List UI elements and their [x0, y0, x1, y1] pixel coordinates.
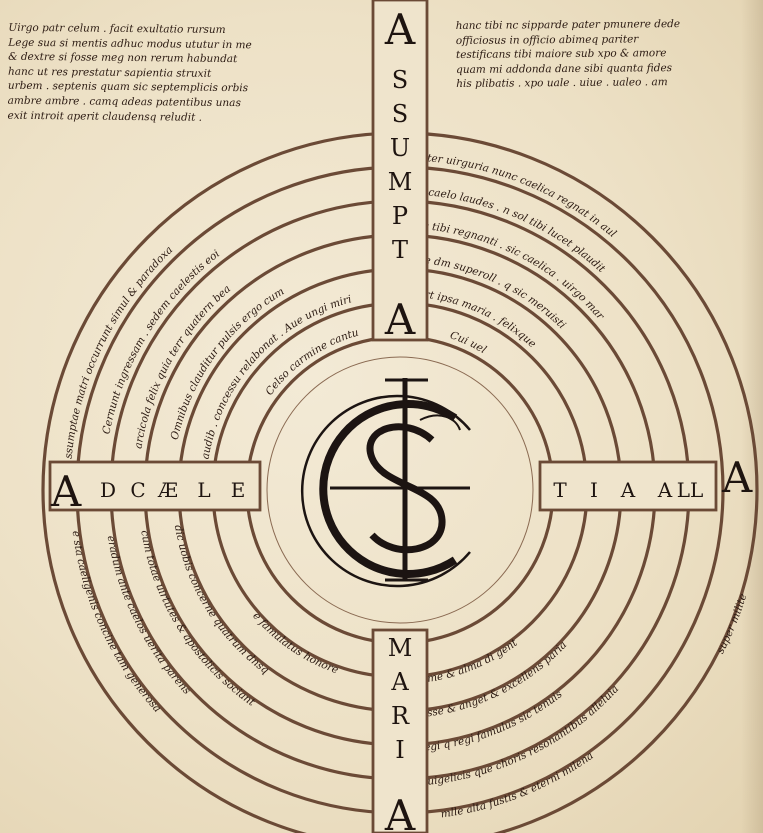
cap-letter: A [620, 478, 636, 502]
vertical-caption-top: A S S U M P T A [384, 5, 416, 344]
cap-letter: E [231, 478, 246, 502]
cap-letter: M [388, 634, 413, 662]
cap-letter: I [395, 736, 404, 764]
cap-letter: S [392, 66, 408, 94]
cap-letter: A [721, 453, 753, 502]
cap-letter: U [390, 134, 410, 162]
horizontal-caption-left: A D C Æ L E [50, 467, 245, 516]
cap-letter: A [384, 791, 416, 833]
ring-text: super milite [715, 592, 750, 655]
cap-letter: A [390, 668, 409, 696]
cap-letter: A [384, 295, 416, 344]
ring-text: alme & alma di gent [417, 636, 520, 686]
ring-text: cum totae uirtutes & apostolicis sociant [138, 529, 257, 709]
cap-letter: Æ [157, 478, 178, 502]
cap-letter: S [392, 100, 408, 128]
ring-text-upper-right: ater uirguria nunc caelica regnat in aul… [414, 152, 618, 357]
cap-letter: D [100, 478, 116, 502]
cap-letter: L [197, 478, 210, 502]
central-monogram [300, 378, 471, 588]
page-fold-shadow [741, 0, 763, 833]
cap-letter: C [130, 478, 145, 502]
cap-letter: P [392, 202, 408, 230]
cap-letter: I [590, 478, 598, 502]
svg-text:uigelicis que choris resonanti: uigelicis que choris resonantibus allelu… [427, 683, 621, 788]
cap-letter: A [384, 5, 416, 54]
cap-letter: R [391, 702, 410, 730]
cross-arms [48, 0, 718, 833]
svg-text:cum totae uirtutes & apostolic: cum totae uirtutes & apostolicis sociant [138, 529, 257, 709]
cap-letter: T [553, 478, 567, 502]
cap-letter: A [50, 467, 82, 516]
svg-text:super milite: super milite [715, 592, 750, 655]
svg-text:alme & alma di gent: alme & alma di gent [417, 636, 520, 686]
horizontal-caption-right: T I A A LL A [553, 453, 753, 502]
cap-letter: M [388, 168, 413, 196]
cap-letter: A [657, 478, 673, 502]
cap-letter: T [392, 236, 408, 264]
cap-letter: LL [677, 478, 704, 502]
vertical-caption-bottom: M A R I A [384, 634, 416, 833]
ring-text: uigelicis que choris resonantibus allelu… [427, 683, 621, 788]
